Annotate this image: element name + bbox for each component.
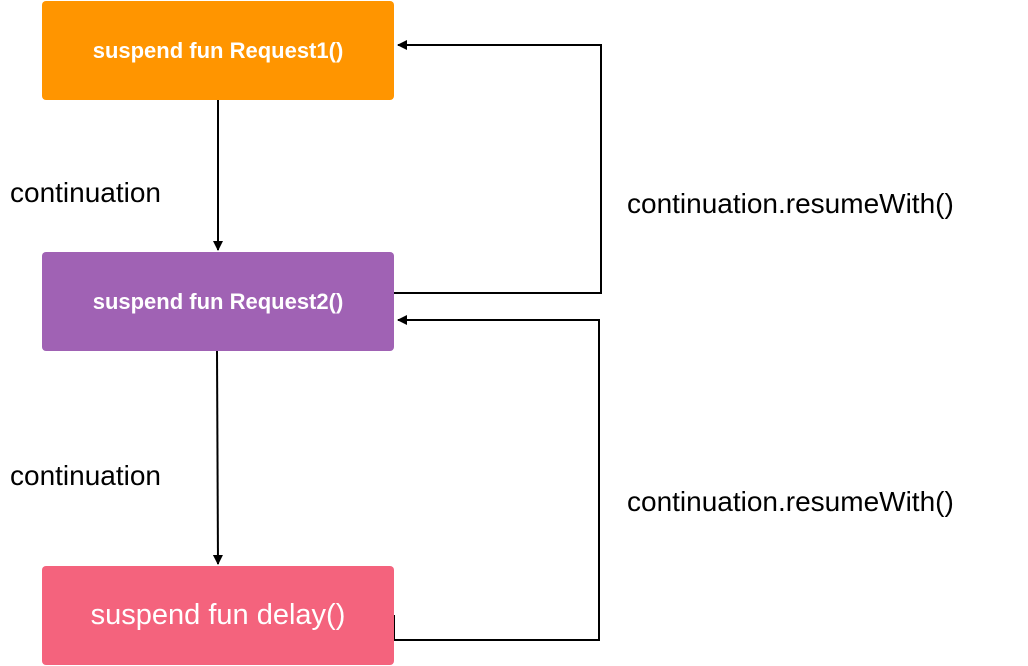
node-request1-label: suspend fun Request1()	[92, 37, 344, 63]
arrow-delay-resume-request2	[393, 315, 600, 641]
arrow-request2-resume-request1	[394, 40, 602, 294]
node-request1: suspend fun Request1()	[42, 1, 394, 100]
node-delay-label: suspend fun delay()	[90, 599, 346, 631]
arrow-request2-to-delay	[212, 350, 223, 565]
edge-label-resume-with-1: continuation.resumeWith()	[627, 188, 954, 219]
node-request2: suspend fun Request2()	[42, 252, 394, 351]
node-request2-label: suspend fun Request2()	[92, 288, 344, 314]
edge-label-continuation-1: continuation	[10, 177, 162, 208]
edge-label-resume-with-2: continuation.resumeWith()	[627, 486, 954, 517]
node-delay: suspend fun delay()	[42, 566, 394, 665]
edge-label-continuation-2: continuation	[10, 460, 162, 491]
